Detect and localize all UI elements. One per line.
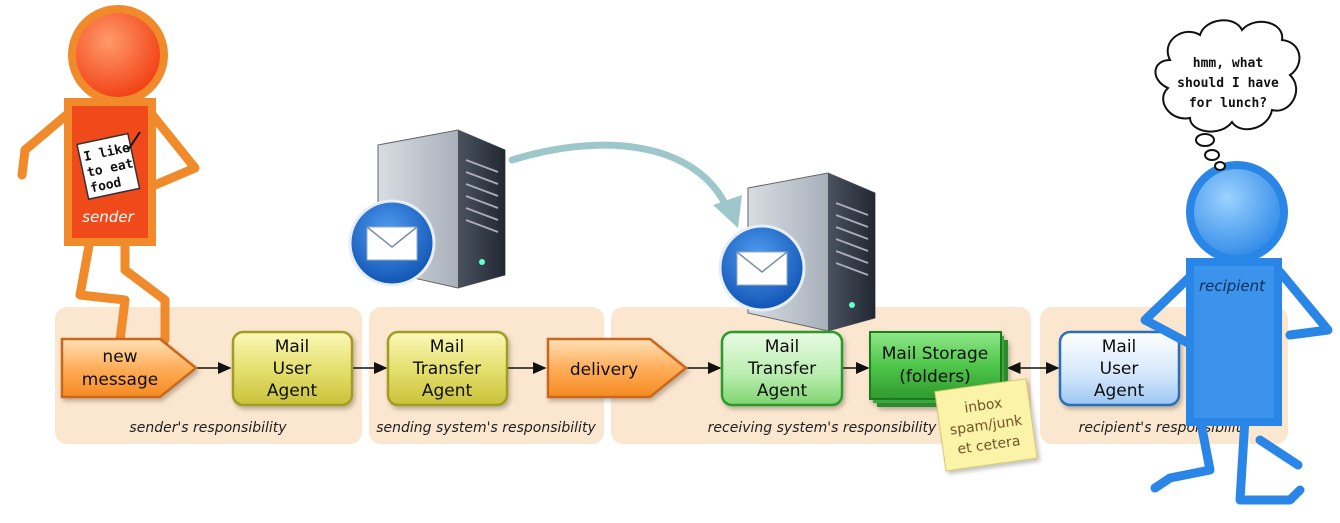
node-new-message-line-2: message	[82, 370, 158, 390]
node-receiving-mta-line-2: Transfer	[747, 359, 816, 379]
node-recipient-mua-line-3: Agent	[1094, 381, 1145, 401]
node-receiving-mta-line-3: Agent	[757, 381, 808, 401]
thought-line-2: should I have	[1177, 76, 1279, 91]
sender-head-icon	[68, 5, 168, 105]
node-sender-mua-line-2: User	[273, 359, 312, 379]
node-receiving-mta-line-1: Mail	[765, 337, 800, 357]
sender-note-line-3: food	[89, 175, 123, 196]
recipient-head-icon	[1186, 161, 1288, 263]
thought-line-3: for lunch?	[1189, 96, 1267, 111]
zone-label-sending: sending system's responsibility	[376, 420, 596, 436]
zone-label-sender: sender's responsibility	[129, 420, 287, 436]
node-sender-mua-line-1: Mail	[275, 337, 310, 357]
sending-server-icon	[348, 129, 506, 289]
sticky-note: inbox spam/junk et cetera	[934, 378, 1038, 472]
node-sending-mta-line-1: Mail	[430, 337, 465, 357]
node-sending-mta-line-3: Agent	[422, 381, 473, 401]
recipient-figure: recipient	[1140, 161, 1333, 505]
sender-label: sender	[82, 208, 134, 226]
sender-note: I like to eat food	[76, 132, 141, 201]
node-sending-mail-transfer-agent: Mail Transfer Agent	[386, 330, 509, 407]
node-sending-mta-line-2: Transfer	[412, 359, 481, 379]
node-sender-mail-user-agent: Mail User Agent	[231, 330, 354, 407]
node-recipient-mail-user-agent: Mail User Agent	[1058, 330, 1181, 407]
node-mail-storage-line-1: Mail Storage	[882, 344, 988, 364]
sticky-note-line-1: inbox	[963, 395, 1003, 416]
server-transfer-arrow	[508, 141, 742, 228]
node-recipient-mua-line-2: User	[1100, 359, 1139, 379]
thought-line-1: hmm, what	[1193, 56, 1263, 71]
node-delivery-label: delivery	[570, 360, 638, 380]
node-new-message: new message	[60, 337, 198, 399]
zone-label-receiving: receiving system's responsibility	[708, 420, 937, 436]
recipient-label: recipient	[1199, 277, 1266, 295]
node-sender-mua-line-3: Agent	[267, 381, 318, 401]
node-receiving-mail-transfer-agent: Mail Transfer Agent	[720, 330, 844, 407]
node-new-message-line-1: new	[102, 347, 137, 367]
node-delivery: delivery	[546, 337, 688, 399]
node-recipient-mua-line-1: Mail	[1102, 337, 1137, 357]
sender-figure: I like to eat food sender	[17, 5, 200, 345]
node-mail-storage-line-2: (folders)	[899, 367, 970, 387]
receiving-server-icon	[718, 172, 876, 332]
thought-bubble: hmm, what should I have for lunch?	[1154, 19, 1301, 171]
